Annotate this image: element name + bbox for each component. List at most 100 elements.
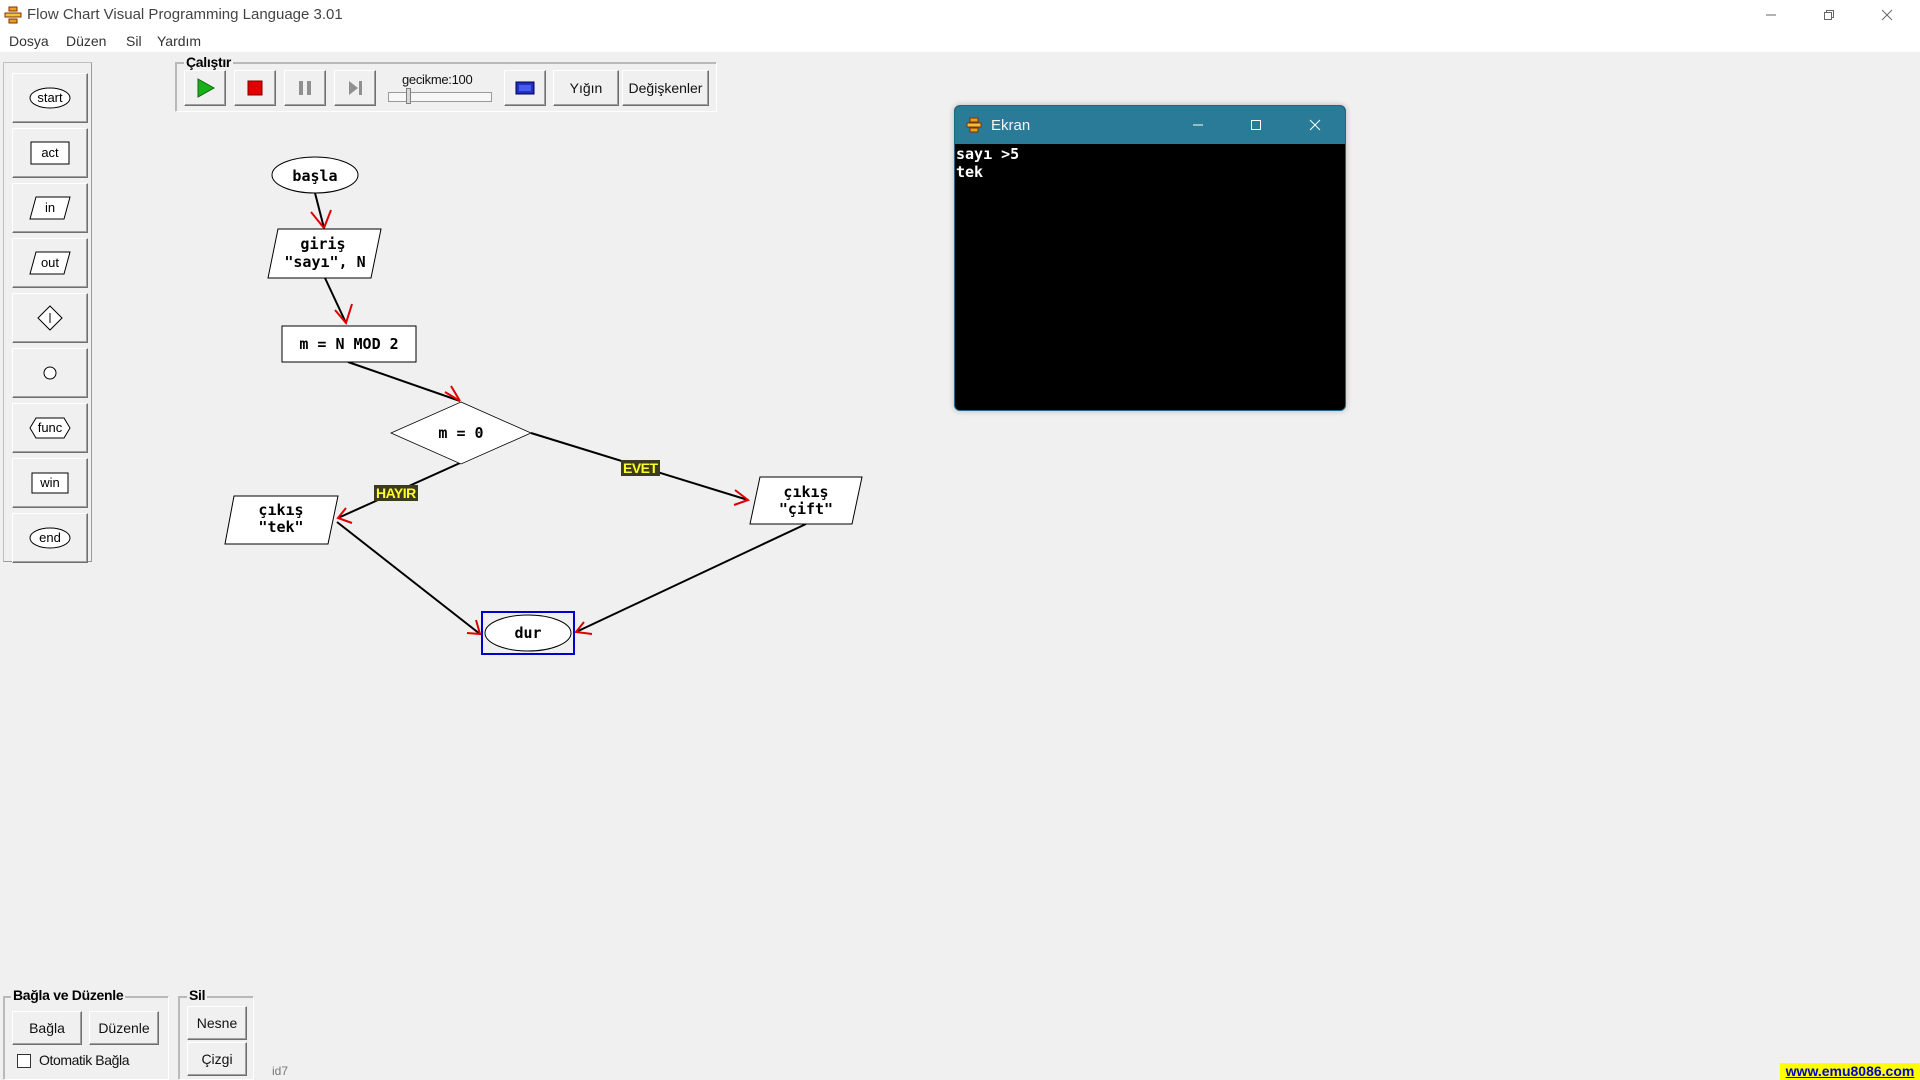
minimize-icon — [1193, 124, 1203, 126]
palette-decision-button[interactable] — [12, 293, 88, 343]
arrange-button[interactable]: Düzenle — [89, 1011, 159, 1045]
svg-text:out: out — [41, 255, 59, 270]
screen-icon — [515, 81, 535, 95]
palette-out-button[interactable]: out — [12, 238, 88, 288]
node-start-text: başla — [292, 167, 337, 185]
menu-yardim[interactable]: Yardım — [157, 33, 202, 49]
edge-label-no: HAYIR — [374, 485, 418, 501]
node-end-text: dur — [514, 624, 541, 642]
node-start[interactable] — [271, 156, 359, 194]
connect-group-label: Bağla ve Düzenle — [11, 987, 126, 1003]
act-rect-icon: act — [30, 141, 70, 165]
node-output-no[interactable] — [224, 495, 339, 545]
svg-text:win: win — [39, 475, 60, 490]
output-line: sayı >5 — [956, 145, 1020, 163]
win-rect-icon: win — [31, 472, 69, 494]
edge-start-input — [314, 192, 325, 229]
menu-duzen[interactable]: Düzen — [66, 33, 107, 49]
node-end-selection — [481, 611, 575, 655]
node-decision-text: m = 0 — [438, 424, 483, 442]
node-input-line1: giriş — [300, 235, 345, 253]
node-action[interactable] — [281, 325, 417, 363]
ekran-maximize-button[interactable] — [1227, 106, 1285, 144]
arrow-head — [334, 303, 353, 326]
arrowheads — [310, 209, 751, 636]
connect-button[interactable]: Bağla — [12, 1011, 82, 1045]
emu8086-link[interactable]: www.emu8086.com — [1780, 1063, 1920, 1080]
minimize-icon — [1766, 14, 1776, 16]
delete-line-button[interactable]: Çizgi — [187, 1042, 247, 1076]
pause-button[interactable] — [284, 70, 326, 106]
delete-object-button[interactable]: Nesne — [187, 1006, 247, 1040]
screen-button[interactable] — [504, 70, 546, 106]
node-output-no-line1: çıkış — [258, 501, 303, 519]
arrow-head — [310, 209, 332, 230]
palette-connector-button[interactable] — [12, 348, 88, 398]
node-output-yes-line1: çıkış — [783, 483, 828, 501]
ekran-close-button[interactable] — [1286, 106, 1344, 144]
status-id: id7 — [272, 1064, 289, 1078]
palette-start-button[interactable]: start — [12, 73, 88, 123]
ekran-minimize-button[interactable] — [1169, 106, 1227, 144]
out-parallelogram-icon: out — [29, 251, 71, 275]
edge-label-yes: EVET — [621, 460, 660, 476]
edge-no-end — [336, 521, 481, 635]
delay-label: gecikme:100 — [402, 72, 473, 87]
ekran-title-bar[interactable]: Ekran — [955, 106, 1345, 144]
delay-slider-thumb[interactable] — [406, 88, 411, 104]
close-icon — [1309, 119, 1321, 131]
run-button[interactable] — [184, 70, 226, 106]
close-button[interactable] — [1858, 0, 1916, 30]
delay-slider-track[interactable] — [388, 92, 492, 102]
arrow-head — [336, 507, 353, 524]
stack-button[interactable]: Yığın — [553, 70, 619, 106]
palette-end-button[interactable]: end — [12, 513, 88, 563]
node-decision[interactable] — [390, 401, 532, 465]
palette-in-button[interactable]: in — [12, 183, 88, 233]
svg-text:start: start — [37, 90, 63, 105]
end-oval-icon: end — [29, 527, 71, 549]
stop-button[interactable] — [234, 70, 276, 106]
node-input-line2: "sayı", N — [284, 253, 365, 271]
menu-sil[interactable]: Sil — [126, 33, 142, 49]
auto-connect-label: Otomatik Bağla — [39, 1052, 130, 1068]
svg-text:act: act — [41, 145, 59, 160]
node-output-no-line2: "tek" — [258, 518, 303, 536]
variables-button[interactable]: Değişkenler — [622, 70, 709, 106]
arrow-head — [733, 489, 751, 506]
node-output-yes-line2: "çift" — [779, 500, 833, 518]
run-group — [175, 62, 717, 112]
app-flowchart-icon — [966, 117, 982, 133]
node-action-text: m = N MOD 2 — [299, 335, 398, 353]
title-bar: Flow Chart Visual Programming Language 3… — [0, 0, 1920, 30]
palette-act-button[interactable]: act — [12, 128, 88, 178]
window-title: Flow Chart Visual Programming Language 3… — [27, 6, 343, 23]
palette-func-button[interactable]: func — [12, 403, 88, 453]
func-hexagon-icon: func — [29, 417, 71, 439]
edge-yes-end — [575, 523, 807, 633]
restore-icon — [1824, 10, 1834, 20]
delay-slider[interactable]: gecikme:100 — [386, 72, 496, 106]
menu-bar: Dosya Düzen Sil Yardım — [0, 30, 1920, 52]
arrow-head — [444, 385, 461, 402]
shape-palette: start act in out func — [3, 62, 92, 563]
node-output-yes[interactable] — [749, 476, 863, 525]
step-button[interactable] — [334, 70, 376, 106]
play-icon — [197, 78, 216, 98]
connector-circle-icon — [43, 366, 57, 380]
app-flowchart-icon — [4, 6, 22, 24]
palette-win-button[interactable]: win — [12, 458, 88, 508]
node-end[interactable] — [484, 614, 572, 652]
minimize-button[interactable] — [1742, 0, 1800, 30]
node-input[interactable] — [267, 228, 382, 279]
restore-button[interactable] — [1800, 0, 1858, 30]
stop-icon — [247, 80, 263, 96]
menu-dosya[interactable]: Dosya — [9, 33, 49, 49]
decision-diamond-icon — [37, 305, 63, 331]
svg-text:in: in — [45, 200, 55, 215]
run-group-label: Çalıştır — [184, 54, 234, 70]
auto-connect-checkbox[interactable] — [17, 1054, 31, 1068]
